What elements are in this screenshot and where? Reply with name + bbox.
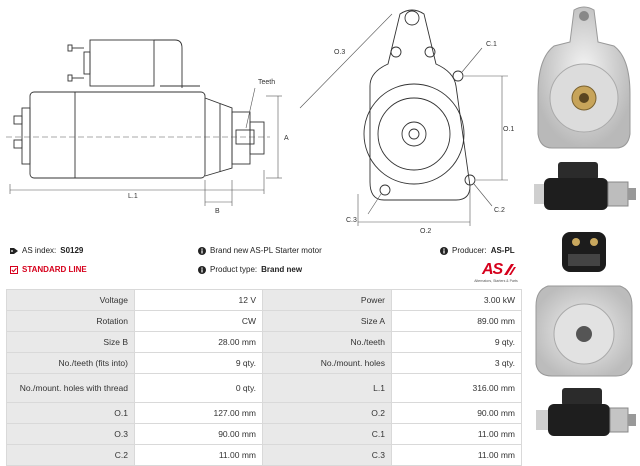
photo-front-view (537, 6, 631, 149)
spec-label: O.1 (6, 402, 135, 424)
photo-side-view-top (534, 162, 636, 210)
logo-subtitle: Alternators, Starters & Parts (474, 279, 518, 283)
dim-o2-label: O.2 (420, 228, 431, 235)
spec-label: C.3 (262, 444, 392, 466)
spec-value: 11.00 mm (134, 444, 263, 466)
brand-row: Brand new AS-PL Starter motor (198, 246, 322, 255)
photo-rear-view (562, 232, 606, 272)
dim-c3-label: C.3 (346, 217, 357, 224)
dim-b-label: B (215, 208, 220, 215)
solenoid-outline (89, 39, 155, 87)
product-type-label: Product type: (210, 265, 258, 274)
spec-label: C.1 (262, 423, 392, 445)
producer-row: Producer: AS-PL (440, 246, 515, 255)
checkbox-icon (10, 265, 18, 274)
spec-value: 316.00 mm (391, 373, 522, 403)
front-view-outline (363, 9, 476, 201)
standard-line-label: STANDARD LINE (22, 265, 87, 274)
spec-value: 0 qty. (134, 373, 263, 403)
producer-value: AS-PL (490, 246, 515, 255)
info-icon (440, 246, 448, 255)
standard-line-row: STANDARD LINE (10, 265, 87, 274)
as-index-label: AS index: (22, 246, 57, 255)
motor-body-outline (29, 91, 206, 179)
spec-label: Rotation (6, 310, 135, 332)
spec-label: Size B (6, 331, 135, 353)
dim-l1-label: L.1 (128, 193, 138, 200)
as-pl-logo: AS Alternators, Starters & Parts (474, 261, 518, 285)
tag-icon (10, 247, 18, 255)
spec-value: 11.00 mm (391, 444, 522, 466)
spec-value: 11.00 mm (391, 423, 522, 445)
spec-label: No./mount. holes with thread (6, 373, 135, 403)
logo-stripes-icon (504, 264, 516, 275)
brand-text: Brand new AS-PL Starter motor (210, 246, 322, 255)
dim-a-label: A (284, 135, 289, 142)
info-icon (198, 265, 206, 274)
spec-label: No./mount. holes (262, 352, 392, 374)
spec-value: CW (134, 310, 263, 332)
product-photos (528, 0, 640, 454)
spec-value: 90.00 mm (134, 423, 263, 445)
spec-label: Power (262, 289, 392, 311)
producer-label: Producer: (452, 246, 487, 255)
as-index-row: AS index: S0129 (10, 246, 83, 255)
spec-label: L.1 (262, 373, 392, 403)
spec-label: O.2 (262, 402, 392, 424)
dim-o1-label: O.1 (503, 126, 514, 133)
spec-value: 89.00 mm (391, 310, 522, 332)
dim-o3-label: O.3 (334, 49, 345, 56)
spec-value: 127.00 mm (134, 402, 263, 424)
spec-label: C.2 (6, 444, 135, 466)
spec-value: 3.00 kW (391, 289, 522, 311)
spec-label: Size A (262, 310, 392, 332)
spec-value: 12 V (134, 289, 263, 311)
photo-drive-end-view (535, 285, 633, 377)
info-icon (198, 246, 206, 255)
spec-label: Voltage (6, 289, 135, 311)
product-info: AS index: S0129 Brand new AS-PL Starter … (10, 246, 522, 286)
teeth-label: Teeth (258, 79, 275, 86)
spec-value: 9 qty. (134, 352, 263, 374)
product-type-value: Brand new (261, 265, 303, 274)
technical-drawing: Teeth A B L.1 O.3 C.1 O.1 O.2 C.2 C.3 (6, 9, 514, 235)
spec-value: 9 qty. (391, 331, 522, 353)
dim-c1-label: C.1 (486, 41, 497, 48)
spec-label: No./teeth (262, 331, 392, 353)
as-index-value: S0129 (60, 246, 84, 255)
dim-c2-label: C.2 (494, 207, 505, 214)
photo-side-view-bottom (536, 388, 636, 436)
logo-mark: AS (482, 261, 503, 278)
spec-label: No./teeth (fits into) (6, 352, 135, 374)
spec-label: O.3 (6, 423, 135, 445)
spec-value: 90.00 mm (391, 402, 522, 424)
spec-value: 28.00 mm (134, 331, 263, 353)
product-type-row: Product type: Brand new (198, 265, 302, 274)
spec-value: 3 qty. (391, 352, 522, 374)
spec-row: No./teeth (fits into)9 qty.No./mount. ho… (6, 352, 522, 374)
